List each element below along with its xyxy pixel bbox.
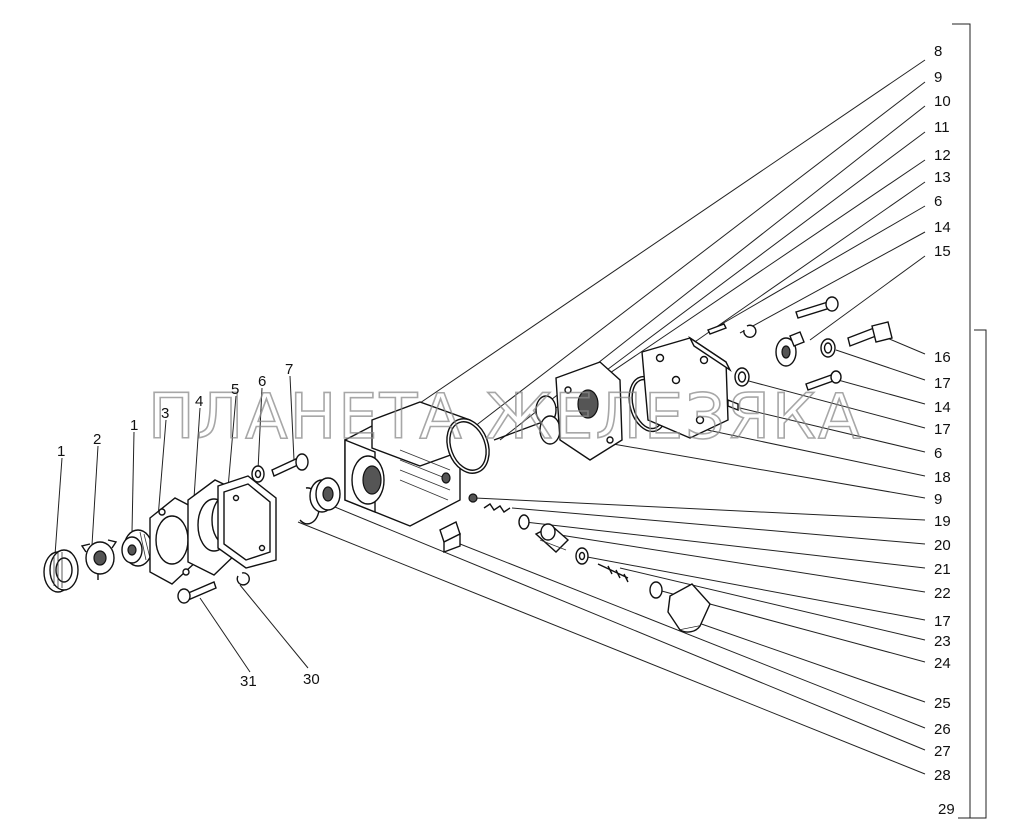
callout-21: 21 — [934, 561, 951, 578]
callout-3: 3 — [161, 405, 169, 422]
callout-1a: 1 — [57, 443, 65, 460]
part-cover-plate-5 — [217, 475, 277, 569]
callout-6b: 6 — [934, 193, 942, 210]
callout-30: 30 — [303, 671, 320, 688]
callout-4: 4 — [195, 393, 203, 410]
callout-27: 27 — [934, 743, 951, 760]
part-banjo-fitting-13 — [775, 331, 805, 367]
part-pump-housing — [344, 401, 471, 527]
callout-5: 5 — [231, 381, 239, 398]
callout-17c: 17 — [934, 613, 951, 630]
callout-16: 16 — [934, 349, 951, 366]
callout-28: 28 — [934, 767, 951, 784]
part-washer-17 — [575, 547, 589, 565]
callout-14b: 14 — [934, 399, 951, 416]
callout-13: 13 — [934, 169, 951, 186]
callout-11: 11 — [934, 119, 950, 136]
callout-17a: 17 — [934, 375, 951, 392]
part-bearing-27 — [309, 477, 341, 513]
part-bolt-7 — [271, 453, 309, 477]
callout-9b: 9 — [934, 491, 942, 508]
part-banjo-bolt-17 — [847, 321, 893, 347]
callout-15: 15 — [934, 243, 951, 260]
callout-17b: 17 — [934, 421, 951, 438]
callout-23: 23 — [934, 633, 951, 650]
callout-1b: 1 — [130, 417, 138, 434]
callout-19: 19 — [934, 513, 951, 530]
part-coupling-2 — [80, 539, 118, 580]
callout-12: 12 — [934, 147, 951, 164]
callout-6a: 6 — [258, 373, 266, 390]
part-end-cover — [641, 335, 739, 439]
part-plug-26 — [439, 521, 461, 554]
part-washer-16 — [820, 338, 836, 358]
callout-6c: 6 — [934, 445, 942, 462]
part-cap-nut-25 — [667, 583, 711, 633]
part-gear-plate — [555, 361, 623, 461]
callout-24: 24 — [934, 655, 951, 672]
part-o-ring-8 — [446, 418, 490, 474]
callout-18: 18 — [934, 469, 951, 486]
part-spring-20 — [483, 503, 511, 513]
callout-26: 26 — [934, 721, 951, 738]
part-snap-ring-30 — [236, 572, 250, 586]
part-spring-23 — [597, 563, 629, 583]
callout-labels: 1 2 1 3 4 5 6 7 31 30 8 9 10 11 12 13 6 … — [57, 43, 955, 818]
part-nut-24 — [649, 581, 663, 599]
part-bolt-31 — [177, 581, 217, 604]
part-washer-14 — [734, 367, 750, 387]
callout-14a: 14 — [934, 219, 951, 236]
part-snap-ring-6 — [743, 324, 757, 338]
callout-31: 31 — [240, 673, 257, 690]
part-drive-gear-shaft — [493, 395, 561, 445]
callout-9a: 9 — [934, 69, 942, 86]
part-washer-6 — [251, 465, 265, 483]
part-needle-bearing-1 — [43, 549, 79, 593]
callout-29: 29 — [938, 801, 955, 818]
callout-7: 7 — [285, 361, 293, 378]
callout-10: 10 — [934, 93, 951, 110]
part-gear-1 — [121, 529, 153, 567]
callout-20: 20 — [934, 537, 951, 554]
watermark-text: ПЛАНЕТА ЖЕЛЕЗЯКА — [148, 380, 862, 453]
part-pin-9 — [707, 323, 727, 335]
part-washer-21 — [518, 514, 530, 530]
callout-8: 8 — [934, 43, 942, 60]
callout-2: 2 — [93, 431, 101, 448]
callout-22: 22 — [934, 585, 951, 602]
part-bolt-15 — [795, 296, 839, 319]
callout-25: 25 — [934, 695, 951, 712]
part-ball-19 — [468, 493, 478, 503]
part-valve-body-22 — [534, 523, 570, 553]
part-bolt-14 — [805, 370, 842, 391]
